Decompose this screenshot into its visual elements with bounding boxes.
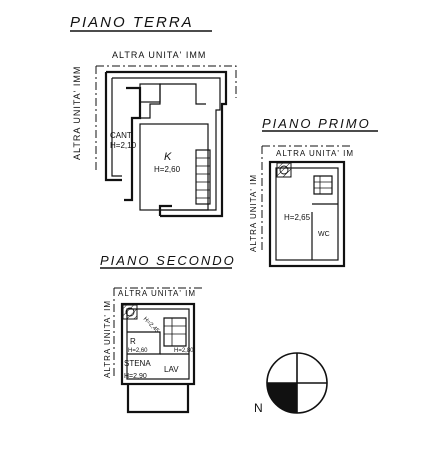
ground-outer-wall: [106, 70, 228, 218]
second-lav-label: LAV: [164, 365, 179, 374]
compass-filled-quadrant: [267, 383, 297, 413]
ground-main-room: [139, 123, 209, 211]
ground-inner-wall-left: [111, 78, 122, 177]
ground-cantina-height: H=2,10: [110, 141, 137, 150]
first-shaft: [276, 162, 292, 178]
second-room-r-height: H=2,60: [128, 348, 148, 354]
second-floor-plan: PIANO SECONDO ALTRA UNITA' IM ALTRA UNIT…: [100, 253, 236, 414]
first-side-neighbor-label: ALTRA UNITA' IM: [249, 174, 258, 252]
second-side-neighbor-label: ALTRA UNITA' IM: [103, 300, 112, 378]
second-floor-title: PIANO SECONDO: [100, 253, 236, 268]
first-shaft-symbol: [279, 165, 289, 175]
ground-neighbor-boundary-top: [96, 65, 237, 98]
second-outer-wall: [120, 302, 196, 386]
ground-kitchen-height: H=2,60: [154, 165, 181, 174]
ground-floor-plan: PIANO TERRA ALTRA UNITA' IMM ALTRA UNITA…: [70, 14, 237, 218]
ground-entrance-jamb: [158, 204, 172, 216]
first-staircase: [313, 175, 333, 195]
second-inner-wall: [126, 308, 190, 380]
first-inner-wall: [275, 167, 339, 261]
second-stenditoio-label: STENA: [124, 359, 151, 368]
ground-floor-title: PIANO TERRA: [70, 14, 194, 31]
first-room-height: H=2,65: [284, 213, 311, 222]
first-floor-title: PIANO PRIMO: [262, 116, 371, 131]
second-shaft: [122, 304, 138, 320]
first-wc-label: WC: [318, 231, 330, 238]
first-floor-plan: PIANO PRIMO ALTRA UNITA' IM ALTRA UNITA'…: [249, 116, 378, 268]
second-room-r-walls: [127, 331, 161, 355]
ground-left-wall: [104, 72, 122, 182]
second-lav-height: H=2,80: [174, 348, 194, 354]
second-room-r-label: R: [130, 337, 136, 346]
second-shaft-symbol: [125, 307, 135, 317]
ground-side-neighbor-label: ALTRA UNITA' IMM: [72, 66, 82, 160]
ground-staircase: [195, 149, 211, 205]
ground-cantina-label: CANT.: [110, 131, 133, 140]
ground-top-neighbor-label: ALTRA UNITA' IMM: [112, 50, 206, 60]
second-stenditoio-height: H=2,90: [124, 373, 147, 380]
ground-small-niche: [139, 83, 161, 103]
north-compass: N: [254, 352, 328, 415]
second-terrace: [126, 384, 190, 414]
first-outer-wall: [268, 160, 346, 268]
compass-north-label: N: [254, 401, 263, 415]
second-top-neighbor-label: ALTRA UNITA' IM: [118, 289, 196, 298]
second-staircase: [163, 317, 187, 347]
ground-kitchen-label: K: [164, 151, 172, 163]
first-top-neighbor-label: ALTRA UNITA' IM: [276, 149, 354, 158]
ground-niche-walls: [132, 83, 206, 119]
